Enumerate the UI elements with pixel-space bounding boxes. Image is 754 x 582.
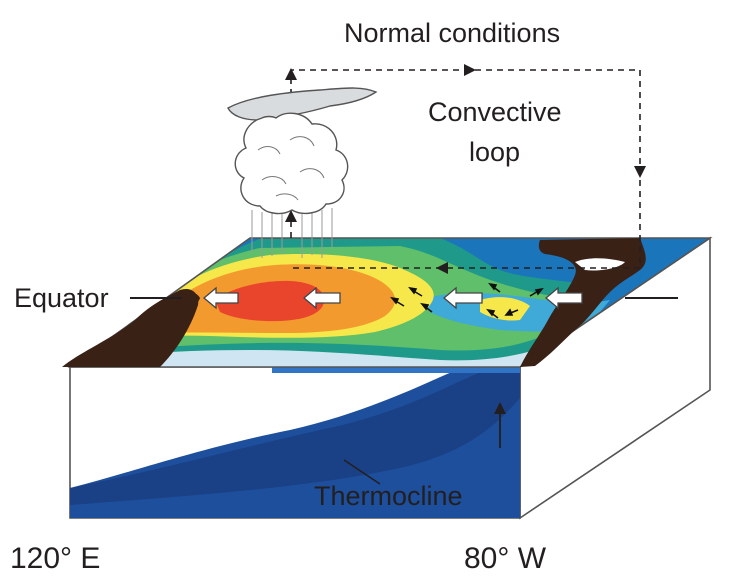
trade-wind-arrow-4 xyxy=(544,286,583,310)
surface-current-arrows xyxy=(390,282,544,319)
longitude-west-label: 120° E xyxy=(10,542,100,575)
convective-loop-label-line2: loop xyxy=(469,137,520,167)
loop-arrow-down xyxy=(634,166,646,178)
equator-label: Equator xyxy=(14,283,109,313)
thermocline-leader xyxy=(343,459,381,485)
rain-lines xyxy=(251,208,333,258)
storm-cloud xyxy=(227,87,378,215)
diagram-title: Normal conditions xyxy=(344,18,560,48)
land-east xyxy=(520,238,646,367)
longitude-east-label: 80° W xyxy=(464,542,547,575)
trade-wind-arrow-3 xyxy=(442,286,483,310)
convective-loop-arrowheads xyxy=(285,64,646,274)
box-top-outline xyxy=(67,237,713,368)
trade-wind-arrow-2 xyxy=(302,286,341,310)
loop-arrow-right xyxy=(464,64,476,76)
land-west-islet xyxy=(175,291,200,306)
land-west xyxy=(62,288,199,367)
thermocline-label: Thermocline xyxy=(314,481,463,511)
trade-wind-arrow-1 xyxy=(202,286,239,310)
loop-arrow-up-top xyxy=(285,68,297,80)
loop-arrow-left xyxy=(436,262,448,274)
convective-loop-label-line1: Convective xyxy=(428,97,562,127)
upwelling-arrow xyxy=(494,402,506,448)
trade-wind-arrows xyxy=(202,286,583,310)
loop-arrow-up-low xyxy=(285,210,297,222)
cloud-body xyxy=(234,112,349,215)
deep-water-top xyxy=(272,367,520,373)
sst-warmest-pool xyxy=(215,280,325,322)
deep-water-front-band xyxy=(70,367,520,505)
